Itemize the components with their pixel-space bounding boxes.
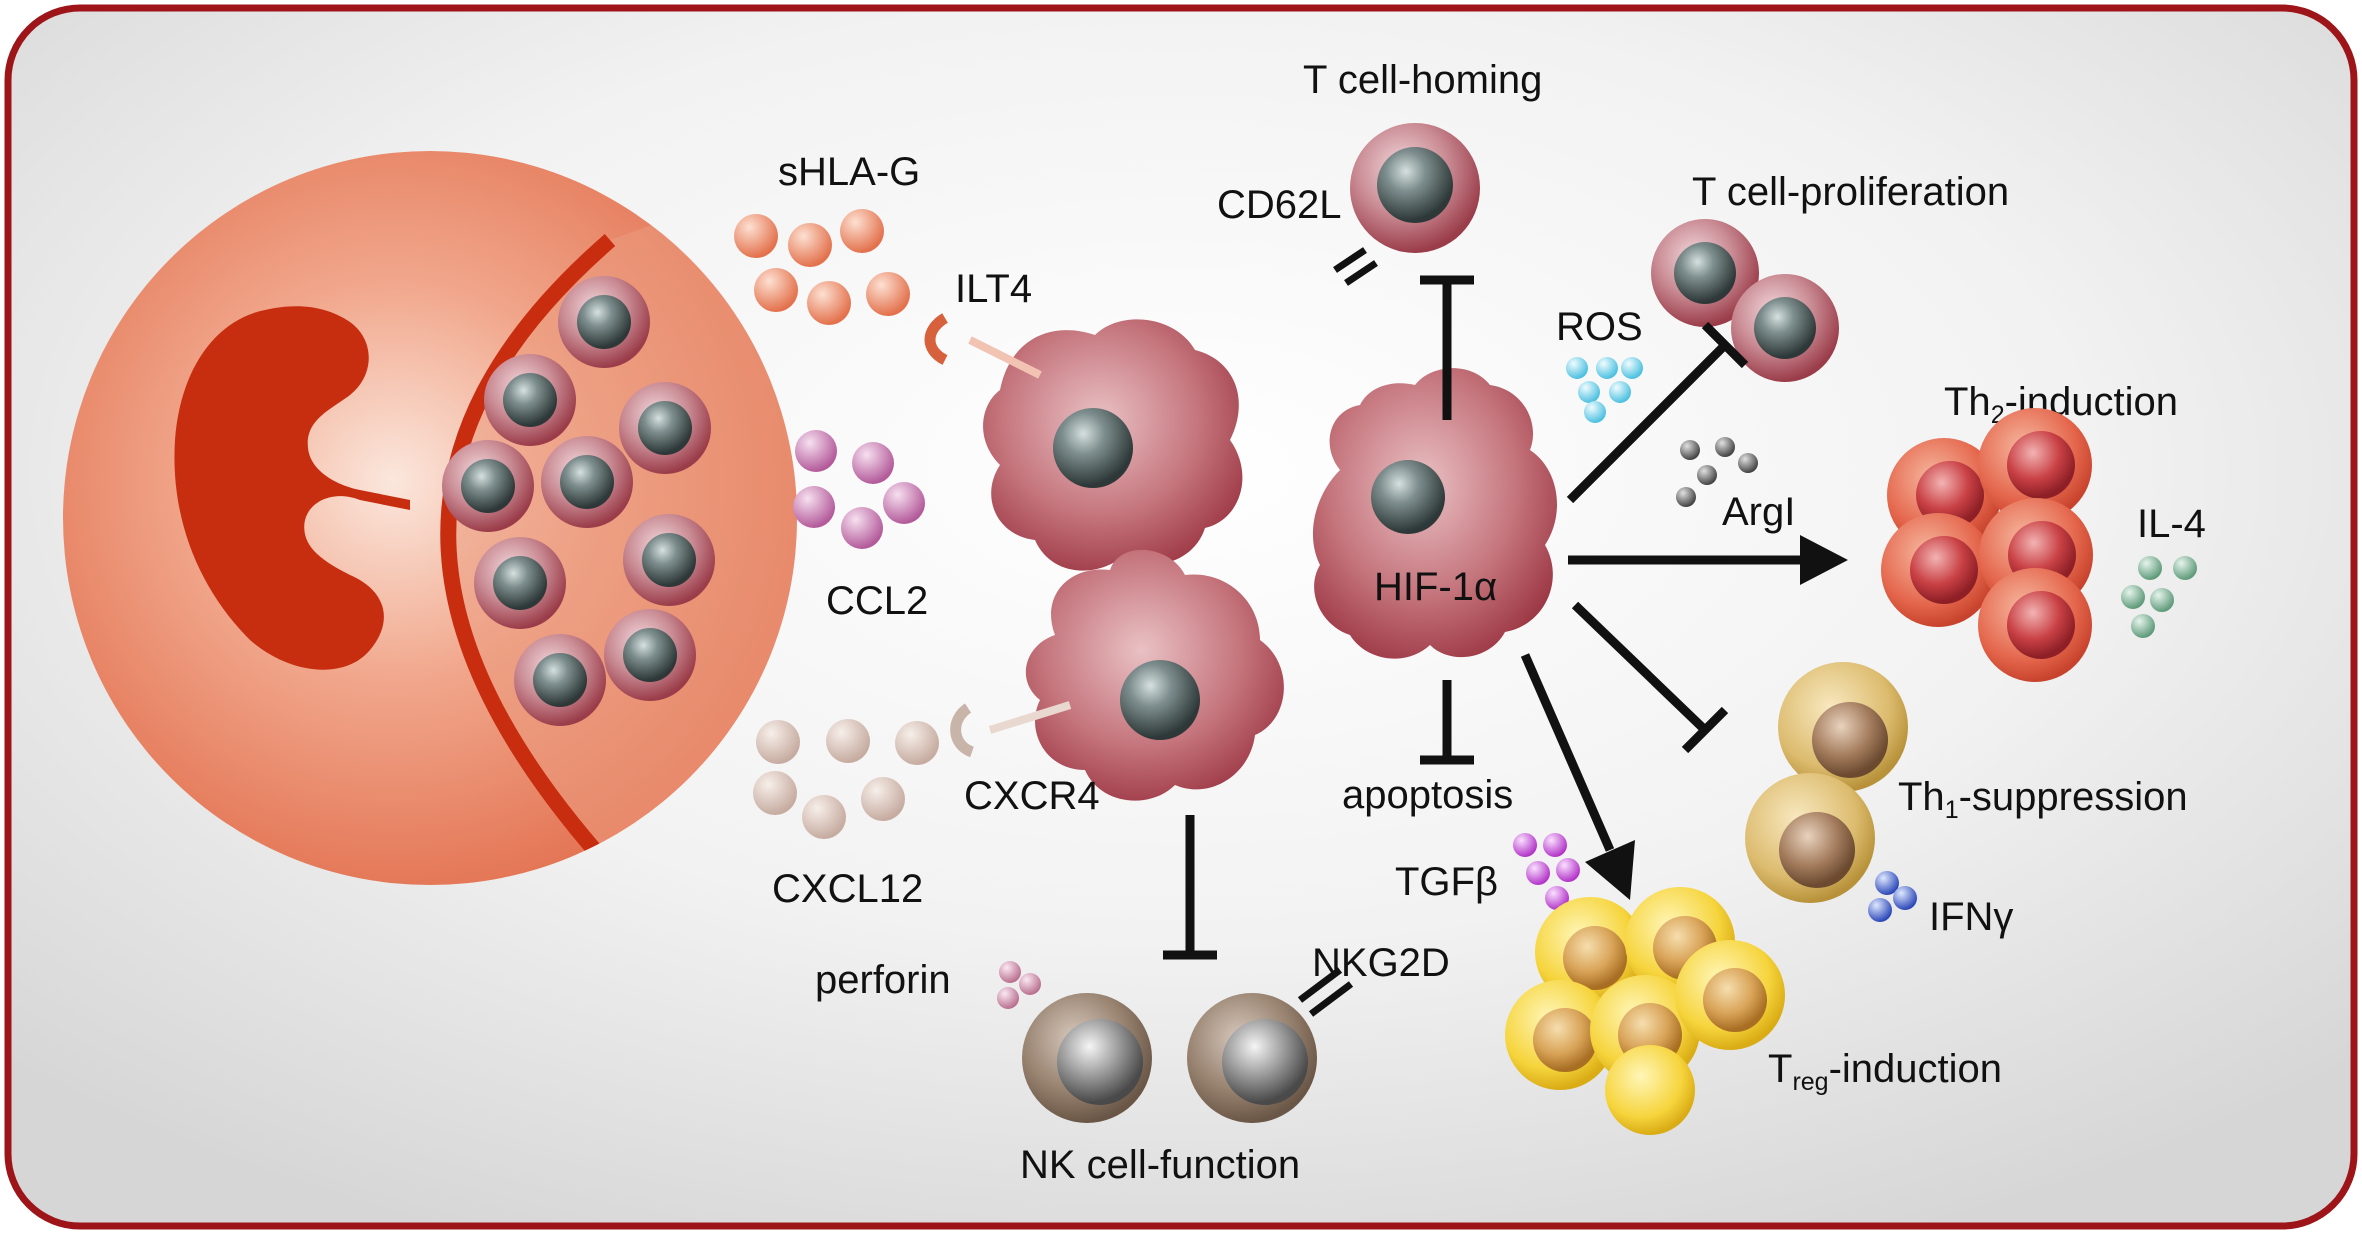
label-ilt4: ILT4 bbox=[955, 267, 1032, 311]
label-il4: IL-4 bbox=[2137, 502, 2206, 546]
t-cell-homing bbox=[1333, 123, 1480, 286]
label-argi: ArgI bbox=[1722, 490, 1795, 534]
inhibit-t-proliferation bbox=[1566, 321, 1749, 504]
label-treg: Treg-induction bbox=[1768, 1047, 2002, 1096]
il4-molecules bbox=[2121, 556, 2197, 638]
label-nkg2d: NKG2D bbox=[1312, 941, 1450, 985]
label-ccl2: CCL2 bbox=[826, 579, 928, 623]
inhibit-th1 bbox=[1571, 601, 1729, 754]
label-hif: HIF-1α bbox=[1374, 565, 1497, 609]
label-cxcl12: CXCL12 bbox=[772, 867, 923, 911]
inhibit-apoptosis bbox=[1420, 680, 1474, 765]
label-ifng: IFNγ bbox=[1929, 895, 2013, 939]
label-cd62l: CD62L bbox=[1217, 183, 1342, 227]
nk-cells bbox=[1022, 967, 1354, 1123]
label-cxcr4: CXCR4 bbox=[964, 774, 1100, 818]
ros-molecules bbox=[1566, 357, 1643, 423]
ifng-molecules bbox=[1868, 871, 1917, 922]
ccl2-molecules bbox=[793, 430, 925, 549]
arrow-treg bbox=[1520, 653, 1615, 852]
label-th1: Th1-suppression bbox=[1898, 775, 2188, 824]
inhibit-t-homing bbox=[1420, 275, 1474, 420]
perforin-molecules bbox=[997, 961, 1041, 1009]
label-ros: ROS bbox=[1556, 305, 1643, 349]
tgfb-molecules bbox=[1513, 833, 1580, 910]
tumor-infiltrating-cells bbox=[442, 276, 715, 726]
mdsc-cell-top bbox=[924, 313, 1243, 571]
arrow-treg-head bbox=[1585, 840, 1635, 900]
th1-cells bbox=[1745, 662, 1908, 903]
cxcl12-molecules bbox=[753, 719, 939, 839]
shla-g-molecules bbox=[734, 209, 910, 325]
hif-cell bbox=[1312, 368, 1557, 659]
t-proliferation-cells bbox=[1651, 219, 1839, 382]
label-t-proliferation: T cell-proliferation bbox=[1692, 170, 2009, 214]
th2-cells bbox=[1881, 408, 2093, 682]
argi-molecules bbox=[1676, 437, 1758, 507]
inhibit-nk-line bbox=[1163, 815, 1217, 960]
arrow-th2-head bbox=[1800, 535, 1848, 585]
label-nk-function: NK cell-function bbox=[1020, 1143, 1300, 1187]
kidney-icon bbox=[174, 306, 410, 670]
treg-cells bbox=[1505, 887, 1785, 1135]
label-tgfb: TGFβ bbox=[1395, 860, 1498, 904]
label-apoptosis: apoptosis bbox=[1342, 773, 1513, 817]
mdsc-cell-bottom bbox=[950, 549, 1284, 801]
label-perforin: perforin bbox=[815, 958, 951, 1002]
label-shla-g: sHLA-G bbox=[778, 150, 920, 194]
label-t-homing: T cell-homing bbox=[1303, 58, 1542, 102]
